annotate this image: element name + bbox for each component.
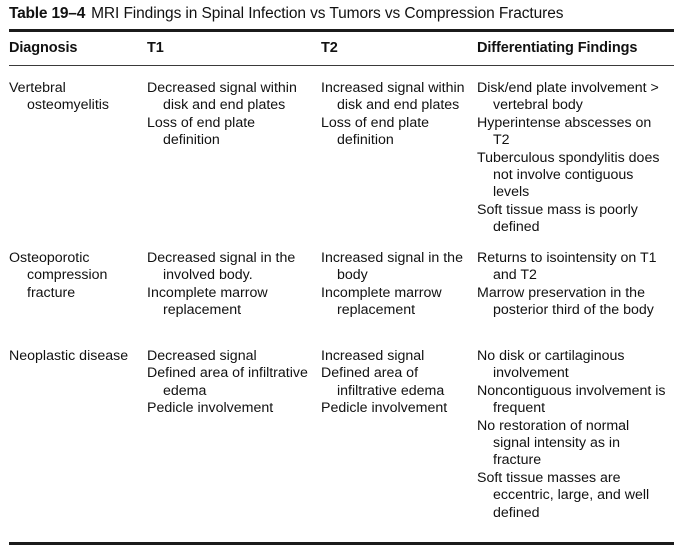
cell-line: Increased signal within disk and end pla… bbox=[321, 80, 465, 114]
cell-line: Soft tissue mass is poorly defined bbox=[477, 201, 638, 236]
table-bottom-rule bbox=[9, 542, 674, 545]
column-header-t1: T1 bbox=[147, 40, 164, 56]
table-title: MRI Findings in Spinal Infection vs Tumo… bbox=[91, 5, 564, 22]
cell-line: Vertebral osteomyelitis bbox=[9, 80, 110, 114]
header-bottom-rule bbox=[9, 65, 674, 66]
cell-line: Tuberculous spondylitis does not involve… bbox=[477, 149, 660, 201]
cell-t2: Increased signal within disk and end pla… bbox=[321, 80, 477, 150]
cell-line: Defined area of infiltrative edema bbox=[147, 365, 308, 399]
cell-line: Neoplastic disease bbox=[9, 348, 129, 364]
cell-line: Loss of end plate definition bbox=[147, 114, 256, 149]
table-number: Table 19–4 bbox=[9, 5, 86, 22]
table-header-row: Diagnosis T1 T2 Differentiating Findings bbox=[9, 32, 674, 65]
header-top-rule bbox=[9, 29, 674, 32]
cell-findings: Disk/end plate involvement > vertebral b… bbox=[477, 80, 674, 237]
cell-line: Incomplete marrow replacement bbox=[321, 284, 442, 319]
cell-line: Noncontiguous involvement is frequent bbox=[477, 382, 666, 417]
cell-t1: Decreased signal within disk and end pla… bbox=[147, 80, 321, 150]
cell-line: Returns to isointensity on T1 and T2 bbox=[477, 250, 657, 284]
cell-line: Decreased signal in the involved body. bbox=[147, 250, 296, 284]
table-body: Vertebral osteomyelitis Decreased signal… bbox=[9, 66, 674, 522]
table-caption: Table 19–4 MRI Findings in Spinal Infecti… bbox=[9, 0, 674, 29]
cell-line: Increased signal in the body bbox=[321, 250, 463, 284]
cell-line: Osteoporotic compression fracture bbox=[9, 250, 108, 301]
column-header-t2: T2 bbox=[321, 40, 338, 56]
cell-line: Defined area of infiltrative edema bbox=[321, 365, 445, 399]
cell-line: Decreased signal within disk and end pla… bbox=[147, 80, 297, 114]
column-header-diagnosis: Diagnosis bbox=[9, 40, 78, 56]
cell-line: Disk/end plate involvement > vertebral b… bbox=[477, 80, 659, 114]
cell-line: Loss of end plate definition bbox=[321, 114, 430, 149]
table-row: Vertebral osteomyelitis Decreased signal… bbox=[9, 66, 674, 246]
cell-line: Hyperintense abscesses on T2 bbox=[477, 114, 652, 149]
table-row: Osteoporotic compression fracture Decrea… bbox=[9, 246, 674, 344]
column-header-differentiating-findings: Differentiating Findings bbox=[477, 40, 638, 56]
cell-diagnosis: Vertebral osteomyelitis bbox=[9, 80, 147, 115]
cell-line: No restoration of normal signal intensit… bbox=[477, 417, 630, 469]
cell-line: Incomplete marrow replacement bbox=[147, 284, 268, 319]
cell-t1: Decreased signal in the involved body.In… bbox=[147, 250, 321, 320]
cell-diagnosis: Neoplastic disease bbox=[9, 348, 147, 365]
cell-line: Increased signal bbox=[321, 348, 425, 364]
cell-line: Pedicle involvement bbox=[147, 400, 274, 417]
cell-line: Pedicle involvement bbox=[321, 400, 448, 417]
cell-line: Decreased signal bbox=[147, 348, 257, 364]
cell-diagnosis: Osteoporotic compression fracture bbox=[9, 250, 147, 302]
cell-line: Marrow preservation in the posterior thi… bbox=[477, 284, 654, 319]
cell-line: Soft tissue masses are eccentric, large,… bbox=[477, 469, 650, 521]
cell-line: No disk or cartilaginous involvement bbox=[477, 348, 625, 382]
